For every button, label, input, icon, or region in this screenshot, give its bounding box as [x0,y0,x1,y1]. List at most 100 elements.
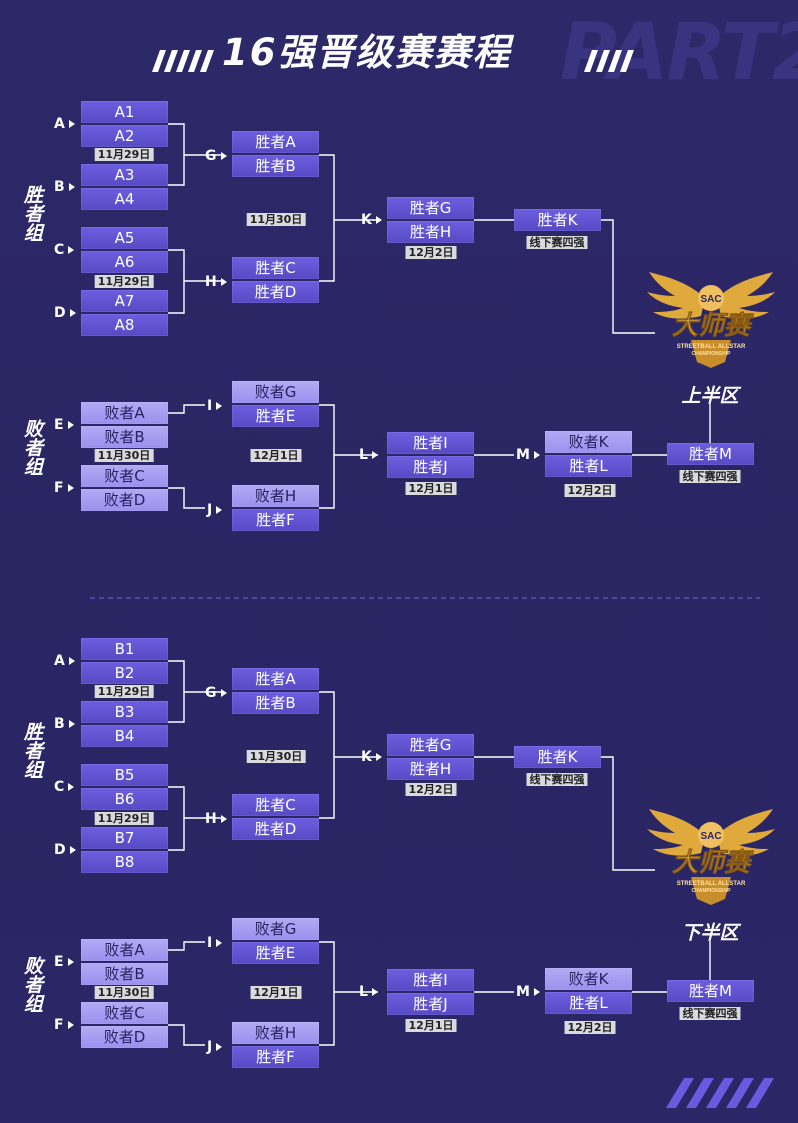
team-slot: 胜者M [667,980,754,1002]
team-slot: 胜者G [387,197,474,220]
team-slot: B2 [81,662,168,684]
bracket-connector [168,249,185,314]
team-slot: A3 [81,164,168,187]
match-label: B [54,179,75,195]
team-slot: 胜者A [232,131,319,154]
bracket-connector [319,404,335,509]
team-slot: A4 [81,188,168,210]
team-slot: 胜者E [232,942,319,964]
match-letter: L [359,984,368,1000]
match-label: C [54,242,75,258]
match-letter: B [54,716,65,732]
match-label: M [516,984,540,1000]
date-badge: 11月29日 [94,685,154,698]
date-badge: 11月30日 [246,213,306,226]
half-label: 上半区 [681,385,739,407]
team-slot: A5 [81,227,168,250]
arrow-right-icon [68,720,75,728]
bracket-connector [168,123,185,186]
match-letter: M [516,447,530,463]
match-letter: J [207,1039,213,1055]
match-label: F [54,480,74,496]
team-slot: 败者H [232,1022,319,1045]
corner-stripes [666,1078,774,1108]
arrow-right-icon [68,657,75,665]
date-badge: 11月30日 [94,449,154,462]
date-badge: 线下赛四强 [526,773,588,786]
arrow-right-icon [216,1043,223,1051]
arrow-right-icon [67,484,74,492]
date-badge: 11月29日 [94,275,154,288]
match-letter: K [361,749,372,765]
match-letter: I [207,398,213,414]
logo-name: 大师赛 [672,848,754,878]
logo-sac: SAC [700,831,721,842]
logo-line1: STREETBALL ALLSTAR [677,344,746,350]
match-letter: F [54,480,64,496]
match-letter: D [54,842,66,858]
date-badge: 12月2日 [405,246,457,259]
match-label: C [54,779,75,795]
match-letter: H [205,274,217,290]
arrow-right-icon [375,753,382,761]
bracket-connector [601,756,655,871]
group-label: 败者组 [21,419,43,476]
date-badge: 12月1日 [250,986,302,999]
date-badge: 12月2日 [564,484,616,497]
team-slot: 败者K [545,968,632,991]
match-label: F [54,1017,74,1033]
group-label: 败者组 [21,956,43,1013]
team-slot: A6 [81,251,168,273]
arrow-right-icon [216,402,223,410]
team-slot: 胜者E [232,405,319,427]
team-slot: 胜者G [387,734,474,757]
arrow-right-icon [220,152,227,160]
date-badge: 线下赛四强 [526,236,588,249]
group-label: 胜者组 [21,185,43,242]
arrow-right-icon [371,988,378,996]
team-slot: B8 [81,851,168,873]
match-letter: M [516,984,530,1000]
team-slot: 胜者H [387,221,474,243]
bracket-connector [319,154,335,282]
match-letter: A [54,116,65,132]
team-slot: 胜者D [232,281,319,303]
team-slot: 败者C [81,465,168,488]
team-slot: 胜者L [545,992,632,1014]
match-label: M [516,447,540,463]
team-slot: 败者K [545,431,632,454]
match-letter: A [54,653,65,669]
arrow-right-icon [220,815,227,823]
team-slot: 胜者J [387,456,474,478]
match-label: I [207,398,223,414]
arrow-right-icon [69,309,76,317]
date-badge: 12月2日 [564,1021,616,1034]
team-slot: 败者B [81,963,168,985]
team-slot: 败者D [81,1026,168,1048]
match-label: J [207,502,223,518]
arrow-right-icon [216,506,223,514]
team-slot: B5 [81,764,168,787]
team-slot: 胜者C [232,794,319,817]
arrow-right-icon [67,421,74,429]
date-badge: 12月1日 [405,1019,457,1032]
date-badge: 11月30日 [246,750,306,763]
match-label: E [54,954,74,970]
team-slot: 败者G [232,381,319,404]
team-slot: 胜者C [232,257,319,280]
match-label: K [361,212,382,228]
team-slot: A7 [81,290,168,313]
team-slot: 胜者F [232,1046,319,1068]
match-label: H [205,811,227,827]
match-label: H [205,274,227,290]
match-label: L [359,447,378,463]
match-label: G [205,685,227,701]
team-slot: 败者A [81,402,168,425]
group-label: 胜者组 [21,722,43,779]
team-slot: 败者D [81,489,168,511]
arrow-right-icon [371,451,378,459]
match-letter: H [205,811,217,827]
team-slot: 胜者H [387,758,474,780]
match-letter: G [205,148,217,164]
